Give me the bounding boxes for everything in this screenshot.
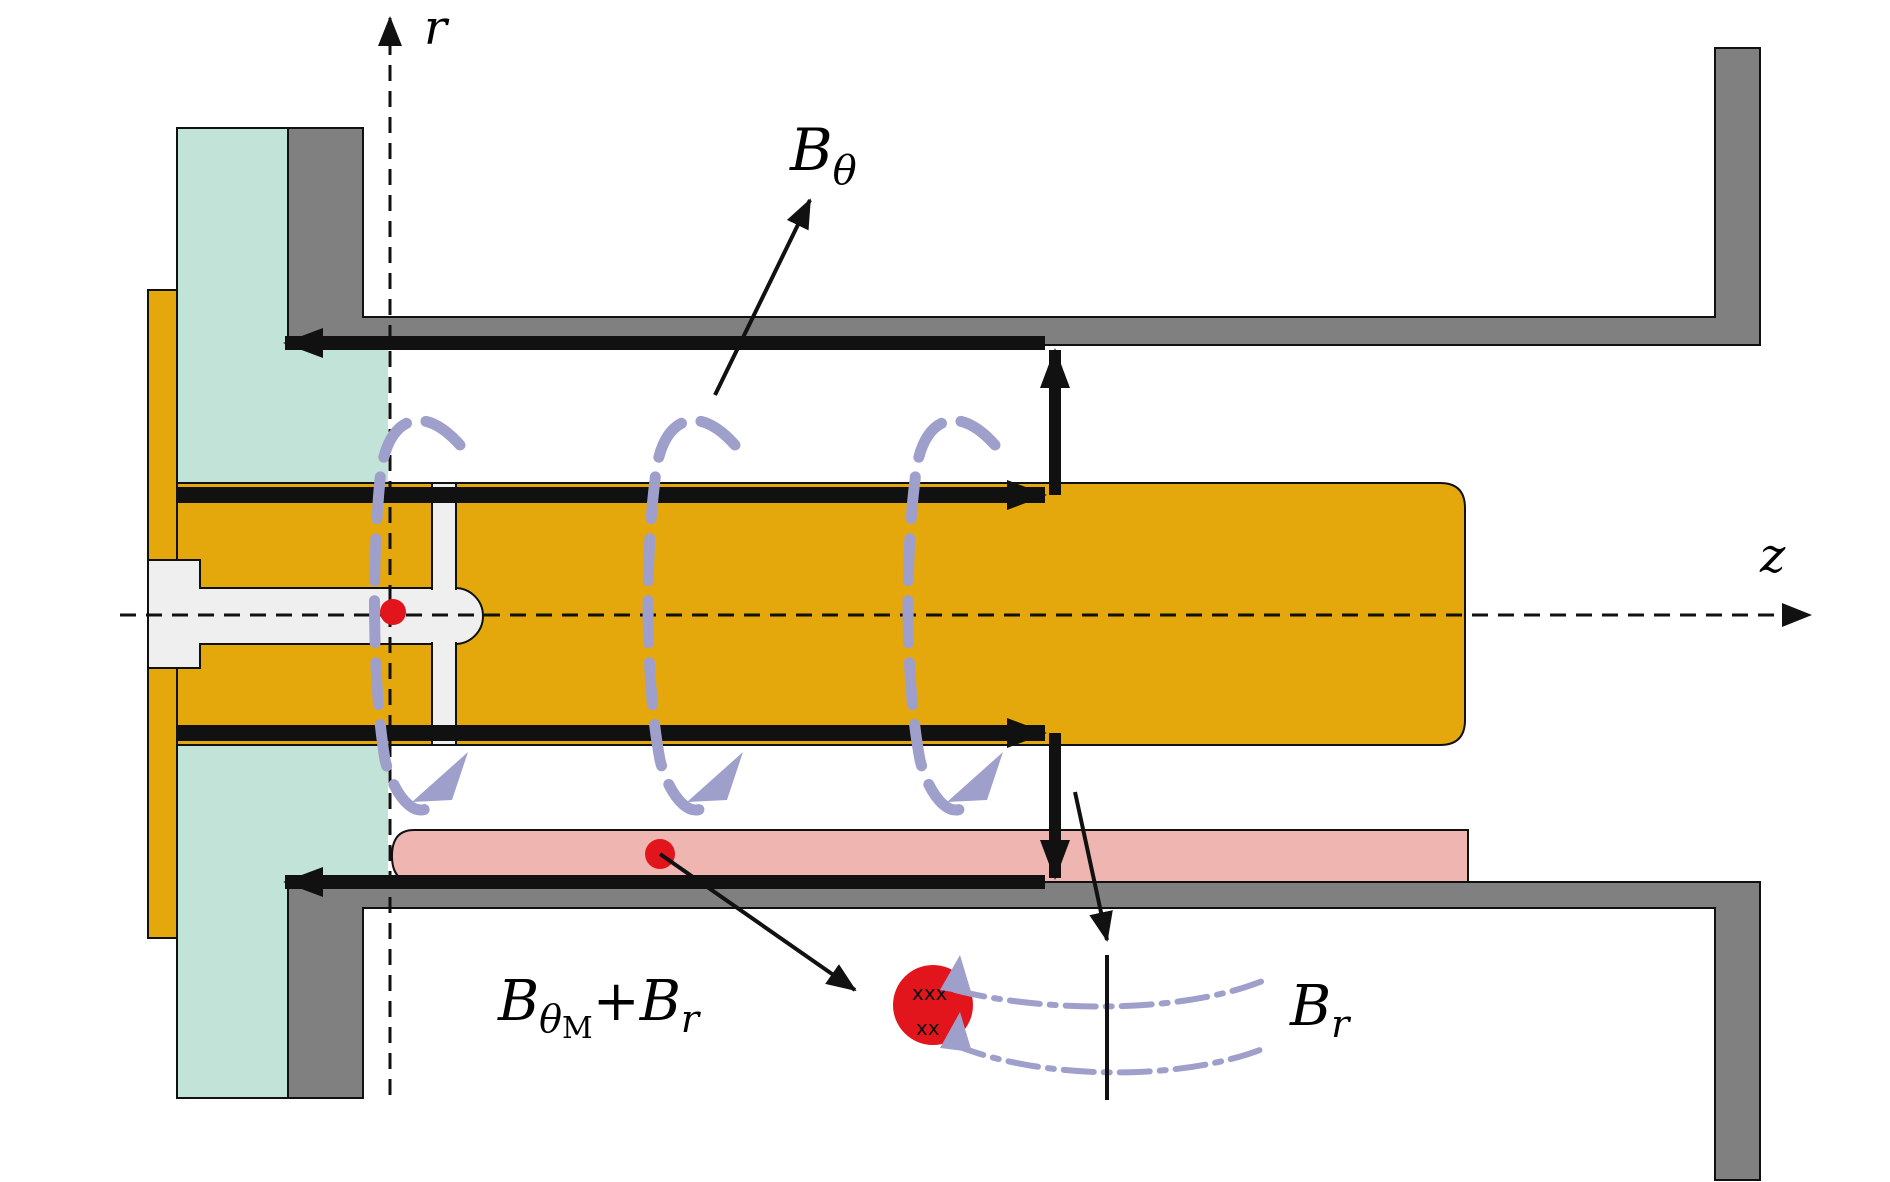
btm-main: B bbox=[497, 969, 539, 1034]
cathode-upper bbox=[287, 47, 1761, 346]
r-axis-label: r bbox=[424, 0, 450, 56]
btm-plus: + bbox=[593, 969, 640, 1034]
insulator-bottom bbox=[176, 744, 290, 1099]
z-axis-label: z bbox=[1759, 528, 1786, 584]
b-r-arrowhead-lower bbox=[940, 1012, 972, 1052]
b-r-field-lines bbox=[952, 977, 1268, 1076]
enlarged-spot-crosses-2: xx bbox=[916, 1016, 940, 1040]
b-r-label: Br bbox=[1289, 974, 1352, 1046]
plasma-sheath bbox=[390, 829, 1469, 883]
btm-sub: θ bbox=[539, 997, 562, 1041]
cathode-lower bbox=[287, 881, 1761, 1181]
b-theta-loop-1 bbox=[369, 415, 468, 816]
b-r-label-main: B bbox=[1289, 974, 1331, 1039]
insulator-top bbox=[176, 127, 290, 484]
b-theta-loop-3 bbox=[902, 415, 1003, 816]
btm-sub2: r bbox=[681, 997, 702, 1041]
btm-main2: B bbox=[639, 969, 681, 1034]
cut-pointer bbox=[1073, 791, 1113, 942]
b-theta-label-main: B bbox=[789, 116, 833, 184]
b-r-arrowhead-upper bbox=[940, 955, 972, 995]
arc-spot-anode bbox=[380, 599, 406, 625]
b-theta-m-plus-br-label: BθM+Br bbox=[497, 969, 702, 1046]
b-r-label-sub: r bbox=[1331, 1002, 1352, 1046]
b-theta-label-sub: θ bbox=[833, 148, 857, 194]
spot-pointer bbox=[658, 852, 857, 992]
b-theta-pointer bbox=[713, 198, 812, 396]
anode-center-electrode bbox=[176, 482, 1466, 746]
enlarged-spot-crosses-1: xxx bbox=[912, 981, 948, 1005]
insulator-top-extension bbox=[288, 340, 388, 483]
b-theta-label: Bθ bbox=[789, 116, 857, 194]
insulator-bottom-extension bbox=[288, 745, 388, 885]
b-theta-loop-2 bbox=[642, 415, 743, 816]
btm-subsub: M bbox=[562, 1011, 593, 1046]
